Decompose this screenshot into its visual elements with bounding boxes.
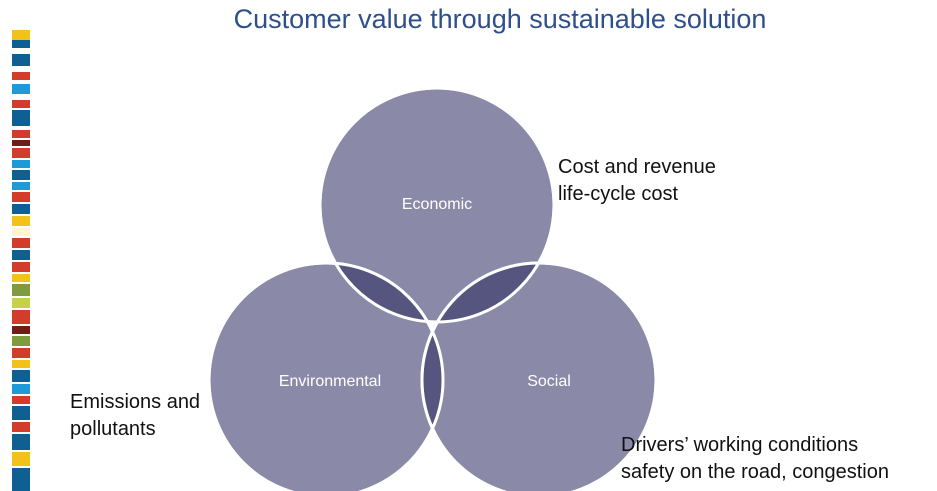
decorative-stripes	[12, 30, 30, 491]
environmental-note-line2: pollutants	[70, 418, 156, 440]
economic-label: Economic	[402, 196, 472, 213]
social-note-line2: safety on the road, congestion	[621, 461, 889, 483]
environmental-outline	[207, 261, 445, 491]
stripes-graphic	[12, 30, 30, 491]
social-label: Social	[527, 373, 571, 390]
social-note: Drivers’ working conditions safety on th…	[621, 432, 889, 486]
economic-note: Cost and revenue life-cycle cost	[558, 154, 716, 208]
economic-note-line2: life-cycle cost	[558, 183, 679, 205]
social-note-line1: Drivers’ working conditions	[621, 434, 859, 456]
social-outline	[420, 261, 658, 491]
environmental-label: Environmental	[279, 373, 381, 390]
environmental-note-line1: Emissions and	[70, 391, 201, 413]
environmental-note: Emissions and pollutants	[70, 389, 200, 443]
economic-note-line1: Cost and revenue	[558, 156, 716, 178]
slide-title: Customer value through sustainable solut…	[233, 4, 767, 34]
